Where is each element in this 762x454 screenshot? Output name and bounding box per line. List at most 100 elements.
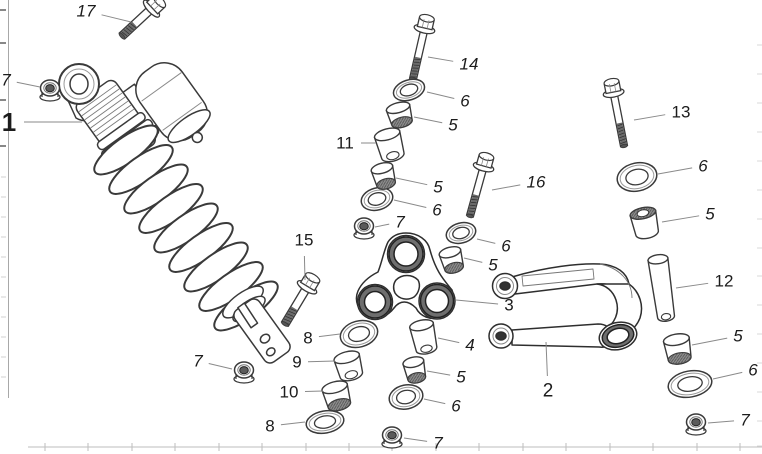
callout-label-5-17: 5 <box>488 256 498 275</box>
callout-leader-14-3 <box>427 56 454 62</box>
bushing-5-e <box>402 356 427 384</box>
callout-leader-8-22 <box>318 333 341 338</box>
callout-leader-6-27 <box>423 398 446 405</box>
bolt-16 <box>465 151 495 219</box>
callout-label-5-5: 5 <box>448 116 458 135</box>
nut-7-c <box>233 361 255 384</box>
rocker-bearing-boss <box>356 283 394 321</box>
callout-leader-4-19 <box>437 337 460 344</box>
nut-7-d <box>381 426 403 449</box>
callout-label-13-11: 13 <box>672 103 691 122</box>
callout-leader-3-18 <box>455 299 499 305</box>
callout-label-6-12: 6 <box>698 157 708 176</box>
callout-leader-6-16 <box>476 238 496 244</box>
callout-leader-6-4 <box>426 91 455 99</box>
washer-6-e <box>388 383 424 411</box>
callout-label-10-24: 10 <box>280 383 299 402</box>
washer-8-a <box>339 319 379 349</box>
callout-label-6-4: 6 <box>460 92 470 111</box>
callout-label-15-15: 15 <box>295 231 314 250</box>
washer-6-d <box>445 221 477 245</box>
nut-7-b <box>353 217 375 240</box>
linkage-small-eye <box>488 323 514 349</box>
callout-label-14-3: 14 <box>460 55 479 74</box>
callout-leader-13-11 <box>633 114 666 121</box>
washer-8-b <box>305 409 345 435</box>
callout-label-7-28: 7 <box>433 434 443 453</box>
callout-label-7-31: 7 <box>740 411 750 430</box>
callout-label-5-26: 5 <box>456 368 466 387</box>
callout-leader-6-12 <box>657 167 693 175</box>
bushing-5-c <box>629 206 660 240</box>
callout-label-2-20: 2 <box>543 381 554 402</box>
callout-label-4-19: 4 <box>465 336 474 355</box>
callout-leader-2-20 <box>545 341 548 377</box>
callout-label-7-9: 7 <box>395 213 405 232</box>
callout-leader-7-21 <box>208 363 233 370</box>
callout-label-8-25: 8 <box>265 417 274 436</box>
callout-leader-7-1 <box>16 81 41 88</box>
callout-label-1-2: 1 <box>2 107 16 137</box>
callout-leader-5-7 <box>395 177 428 186</box>
callout-label-5-7: 5 <box>433 178 443 197</box>
callout-label-6-30: 6 <box>748 361 758 380</box>
callout-leader-6-8 <box>393 199 427 208</box>
rocker-arm-3 <box>355 232 456 321</box>
rocker-bearing-boss <box>386 234 426 274</box>
callout-leader-6-30 <box>712 371 743 380</box>
bushing-5-d <box>438 245 464 274</box>
shock-absorber <box>58 62 291 364</box>
callout-label-12-14: 12 <box>715 272 734 291</box>
bushing-5-a <box>385 101 413 129</box>
nut-7-a <box>39 79 61 102</box>
callout-leader-15-15 <box>303 255 306 281</box>
callout-label-6-27: 6 <box>451 397 461 416</box>
bushing-5-f <box>662 333 692 365</box>
callout-leader-5-5 <box>413 116 443 124</box>
callout-leader-16-10 <box>491 184 521 191</box>
callout-leader-7-28 <box>403 437 428 442</box>
callout-label-7-21: 7 <box>193 352 203 371</box>
linkage-arm-2 <box>488 263 643 351</box>
bushing-5-b <box>370 161 396 190</box>
bolt-13 <box>602 77 629 149</box>
callout-label-3-18: 3 <box>504 296 513 315</box>
callout-leader-12-14 <box>675 282 709 289</box>
callout-label-7-1: 7 <box>1 71 11 90</box>
linkage-small-eye <box>491 272 519 300</box>
washer-6-c <box>616 161 658 193</box>
sleeve-12 <box>647 253 676 322</box>
callout-label-17-0: 17 <box>77 2 96 21</box>
callout-leader-5-13 <box>661 215 700 223</box>
bolt-17 <box>118 0 167 40</box>
rocker-bearing-boss <box>418 282 456 320</box>
hardware-parts <box>39 0 713 449</box>
bolt-14 <box>408 13 436 82</box>
callout-label-8-22: 8 <box>303 329 312 348</box>
callout-leader-17-0 <box>101 14 132 23</box>
bushing-9 <box>333 350 364 382</box>
nut-7-e <box>685 413 707 436</box>
callout-label-16-10: 16 <box>527 173 546 192</box>
callout-leader-7-9 <box>374 223 390 228</box>
bushing-10 <box>321 380 352 412</box>
callout-leader-7-31 <box>707 420 735 424</box>
callout-label-6-16: 6 <box>501 237 511 256</box>
bushing-11 <box>373 127 405 163</box>
callout-leader-10-24 <box>304 390 324 393</box>
callout-label-5-29: 5 <box>733 327 743 346</box>
callout-label-9-23: 9 <box>292 353 301 372</box>
bolt-15 <box>280 272 321 327</box>
washer-6-f <box>667 369 713 399</box>
callout-label-6-8: 6 <box>432 201 442 220</box>
callout-leader-5-26 <box>426 370 451 376</box>
bushing-4 <box>408 319 438 355</box>
callout-label-5-13: 5 <box>705 205 715 224</box>
linkage-big-eye <box>598 321 638 351</box>
callout-leader-9-23 <box>307 360 336 363</box>
washer-6-b <box>360 186 394 212</box>
